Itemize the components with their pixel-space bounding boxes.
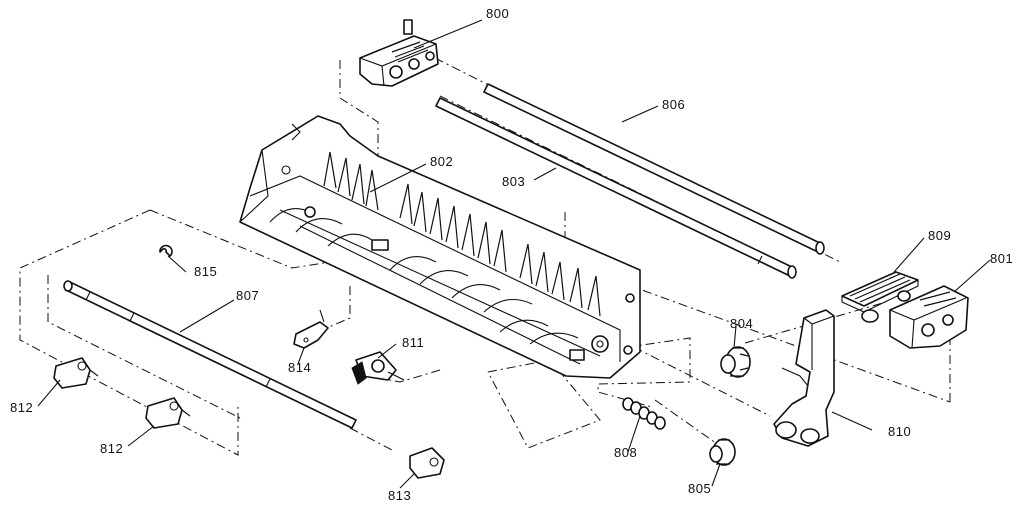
callout-810: 810 [888, 424, 911, 439]
callout-812-upper: 812 [10, 400, 33, 415]
callout-800: 800 [486, 6, 509, 21]
shaft-803 [435, 97, 797, 279]
part-808-spring [622, 397, 666, 430]
part-804-gear [720, 346, 751, 378]
part-814-bracket [293, 309, 329, 349]
callout-803: 803 [502, 174, 525, 189]
callout-802: 802 [430, 154, 453, 169]
part-807-shaft [63, 280, 357, 429]
part-810-side-lever [773, 309, 835, 447]
callout-807: 807 [236, 288, 259, 303]
part-813-clip [409, 447, 445, 479]
part-809-pressure-plate [841, 271, 919, 323]
callout-806: 806 [662, 97, 685, 112]
part-811-lever [351, 351, 405, 385]
part-812-bushing-2 [145, 397, 191, 429]
callout-815: 815 [194, 264, 217, 279]
part-802-paper-guide-frame [239, 115, 641, 379]
part-800-guide-block [359, 19, 439, 87]
part-801-guide-block [889, 285, 969, 349]
callout-808: 808 [614, 445, 637, 460]
part-805-gear [709, 438, 736, 466]
shaft-806 [483, 83, 825, 255]
part-812-bushing-1 [53, 357, 99, 389]
callout-812-lower: 812 [100, 441, 123, 456]
callout-809: 809 [928, 228, 951, 243]
callout-804: 804 [730, 316, 753, 331]
callout-leaders [37, 19, 991, 489]
part-815-e-ring [159, 244, 173, 257]
callout-labels: 800 806 802 803 809 801 815 807 804 811 … [10, 6, 1013, 503]
callout-813: 813 [388, 488, 411, 503]
callout-801: 801 [990, 251, 1013, 266]
callout-814: 814 [288, 360, 311, 375]
callout-811: 811 [402, 335, 424, 350]
callout-805: 805 [688, 481, 711, 496]
